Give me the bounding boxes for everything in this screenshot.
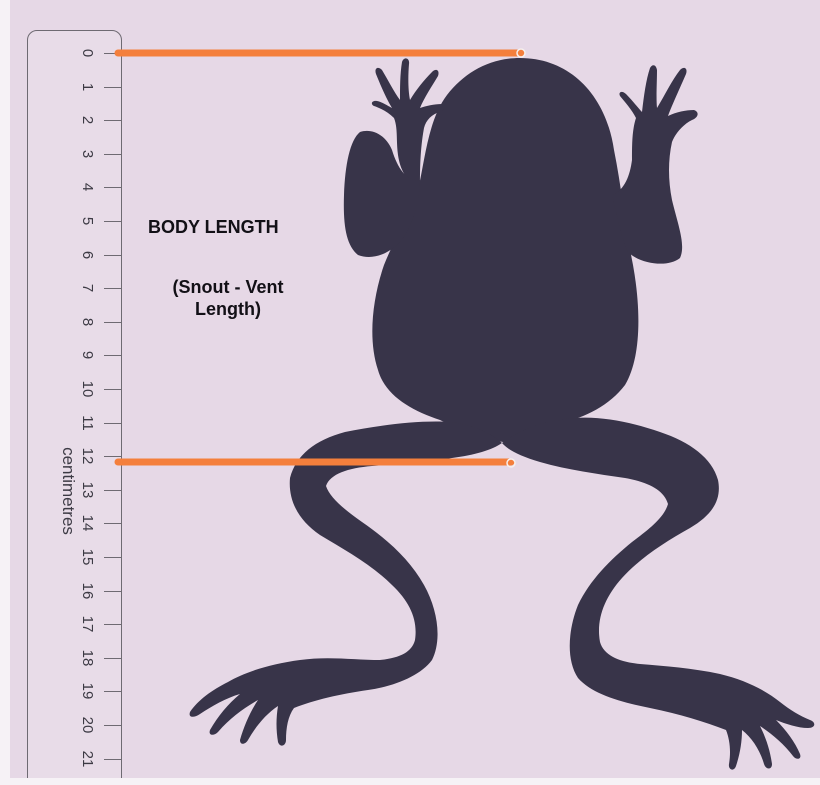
- frog-silhouette: [190, 58, 815, 770]
- frog-left-leg: [190, 422, 502, 746]
- diagram-title: BODY LENGTH: [148, 217, 279, 238]
- frog-right-arm: [612, 65, 698, 263]
- subtitle-line-1: (Snout - Vent: [148, 276, 308, 298]
- frog-right-leg: [502, 418, 814, 770]
- frame-edge-bottom: [0, 778, 820, 785]
- diagram-subtitle: (Snout - Vent Length): [148, 276, 308, 320]
- subtitle-line-2: Length): [148, 298, 308, 320]
